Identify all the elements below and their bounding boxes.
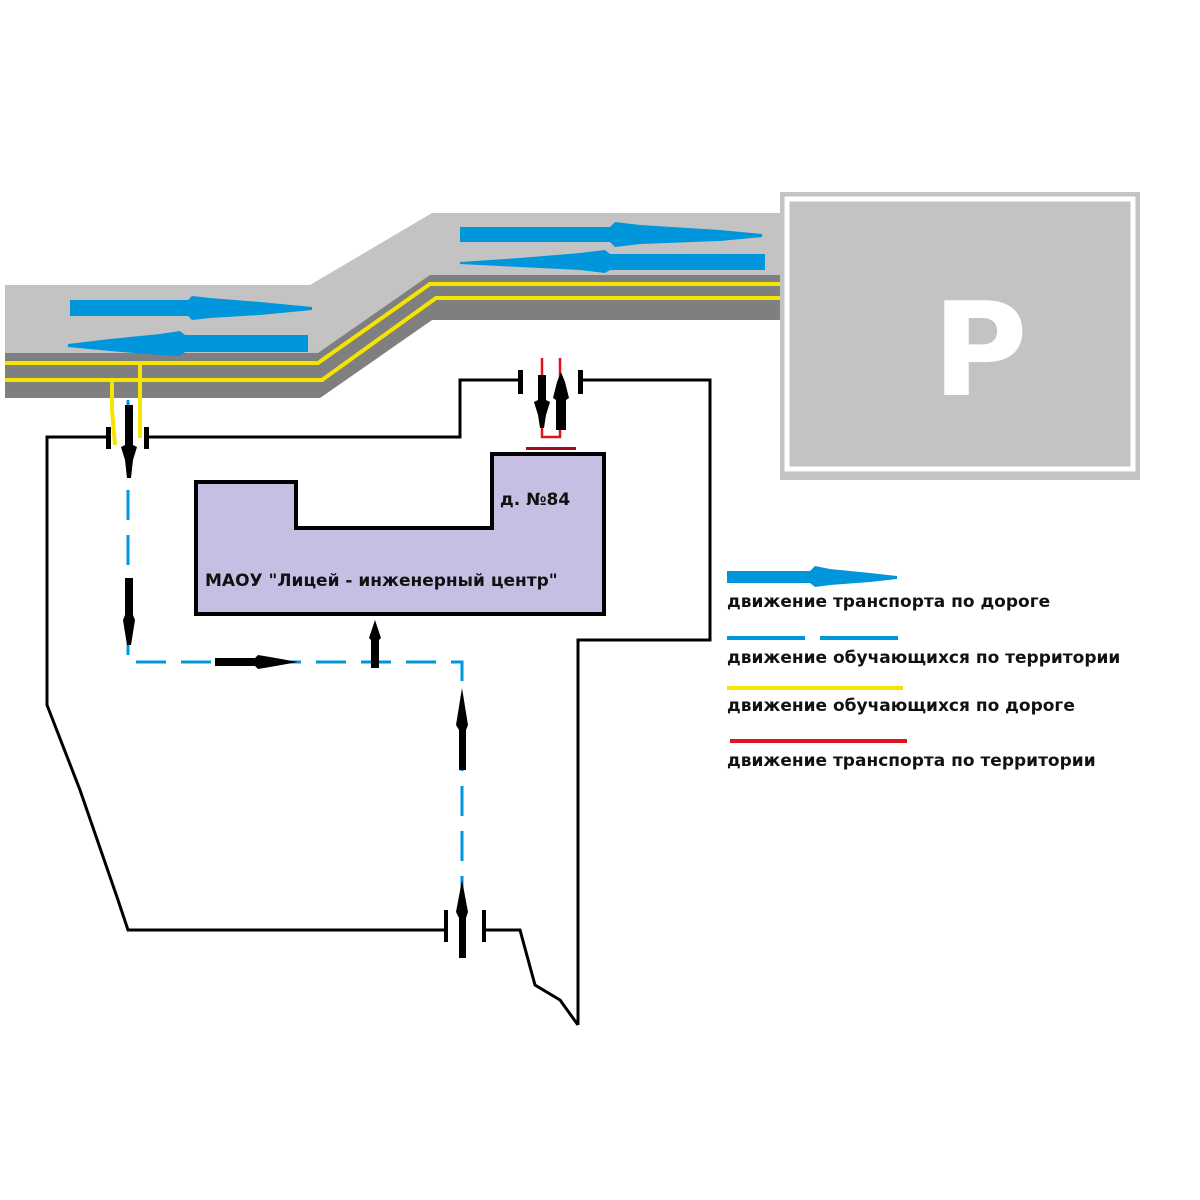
legend-symbol-transport-road bbox=[727, 566, 897, 587]
gate-post bbox=[578, 370, 583, 394]
gate-post bbox=[518, 370, 523, 394]
arrow-up-path bbox=[456, 688, 468, 770]
gate-post bbox=[144, 427, 149, 449]
pedestrian-crossing-left bbox=[110, 380, 117, 446]
building-number: д. №84 bbox=[500, 490, 570, 510]
parking-border bbox=[784, 196, 1136, 472]
building-name: МАОУ "Лицей - инженерный центр" bbox=[205, 571, 558, 591]
road bbox=[5, 213, 785, 446]
traffic-arrows bbox=[68, 222, 765, 356]
legend-label-transport-territory: движение транспорта по территории bbox=[727, 751, 1096, 771]
legend-label-students-road: движение обучающихся по дороге bbox=[727, 696, 1075, 716]
legend-label-students-territory: движение обучающихся по территории bbox=[727, 648, 1120, 668]
arrow-right-path bbox=[215, 655, 298, 669]
legend-label-transport-road: движение транспорта по дороге bbox=[727, 592, 1050, 612]
gate-post bbox=[106, 427, 111, 449]
arrow-up-building bbox=[369, 620, 381, 668]
traffic-arrow-right-2 bbox=[460, 222, 762, 247]
fence-left bbox=[45, 435, 448, 932]
arrow-down-path bbox=[123, 578, 135, 645]
gates bbox=[106, 370, 583, 942]
legend: движение транспорта по дороге движение о… bbox=[727, 566, 1120, 771]
arrow-up-vehicle bbox=[553, 372, 569, 430]
school-building: д. №84 МАОУ "Лицей - инженерный центр" bbox=[194, 452, 606, 616]
pedestrian-path-road-2 bbox=[5, 296, 785, 382]
vehicle-stop-line bbox=[526, 447, 576, 450]
arrow-up-gate-bottom bbox=[456, 880, 468, 958]
building-outline bbox=[194, 452, 606, 616]
road-shoulder bbox=[5, 275, 785, 398]
gate-post bbox=[444, 910, 448, 942]
traffic-arrow-left-1 bbox=[68, 331, 308, 356]
traffic-arrow-right-1 bbox=[70, 296, 312, 320]
vehicle-route-territory bbox=[526, 358, 576, 450]
parking-lot: P bbox=[780, 192, 1140, 480]
fence-top-right bbox=[576, 378, 712, 1025]
arrow-down-gate bbox=[121, 405, 137, 478]
fence-top-mid bbox=[148, 378, 520, 439]
parking-label: P bbox=[932, 274, 1027, 426]
traffic-arrow-left-2 bbox=[460, 250, 765, 273]
parking-area bbox=[780, 192, 1140, 480]
arrow-down-vehicle bbox=[534, 375, 550, 428]
pedestrian-path-road-1 bbox=[5, 282, 785, 365]
territory-fence bbox=[45, 378, 712, 1026]
fence-bottom-right bbox=[482, 928, 580, 1026]
direction-arrows bbox=[121, 372, 569, 958]
gate-post bbox=[482, 910, 486, 942]
